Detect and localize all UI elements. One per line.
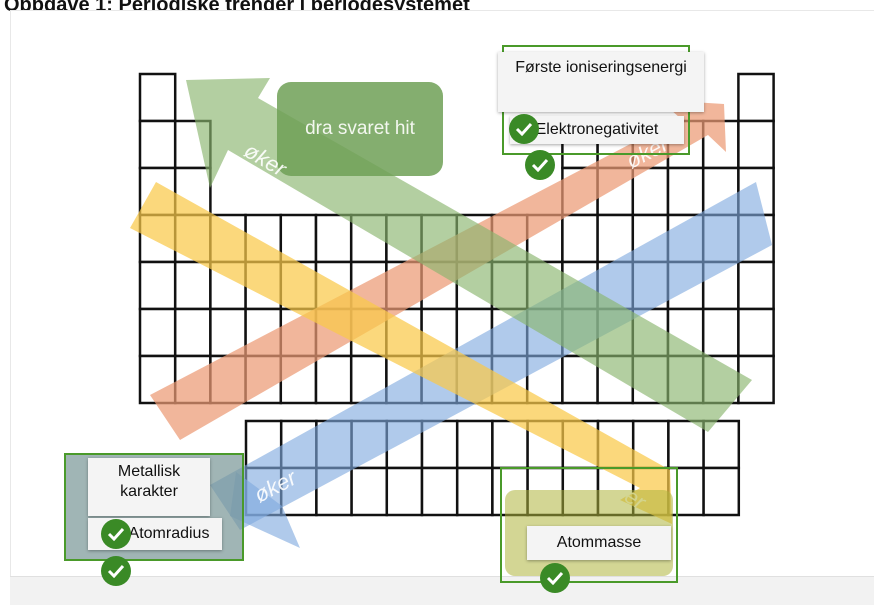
element-cell: [138, 119, 177, 170]
drop-zone-empty[interactable]: dra svaret hit: [277, 82, 443, 176]
footer-bar: [10, 576, 874, 605]
element-cell: [737, 119, 775, 170]
element-cell: [702, 419, 741, 470]
answer-card-ionization-energy[interactable]: Første ioniseringsenergi: [498, 52, 704, 112]
element-cell: [666, 166, 705, 217]
answer-card-metallic-character[interactable]: Metallisk karakter: [88, 458, 210, 516]
trend-arrow: [230, 472, 300, 548]
element-cell: [350, 466, 389, 517]
element-cell: [138, 260, 177, 311]
element-cell: [138, 307, 177, 358]
element-cell: [737, 307, 775, 358]
drop-zone-placeholder: dra svaret hit: [305, 118, 415, 139]
element-cell: [455, 419, 494, 470]
element-cell: [701, 307, 740, 358]
answer-card-label: Atomradius: [128, 525, 210, 542]
answer-card-label: Elektronegativitet: [535, 121, 659, 138]
trend-arrow: [210, 182, 772, 530]
element-cell: [314, 213, 353, 264]
answer-card-atomic-radius[interactable]: Atomradius: [88, 518, 222, 550]
correct-check-icon: [101, 556, 131, 586]
element-cell: [491, 419, 529, 470]
element-cell: [631, 166, 670, 217]
answer-card-label: Atommasse: [556, 534, 642, 551]
element-cell: [702, 466, 741, 517]
element-cell: [173, 307, 212, 358]
correct-check-icon: [509, 114, 539, 144]
trend-arrow: [130, 182, 672, 524]
answer-card-label: Metallisk karakter: [117, 463, 181, 500]
element-cell: [314, 354, 353, 405]
answer-card-atomic-mass[interactable]: Atommasse: [527, 526, 671, 560]
element-cell: [385, 466, 424, 517]
correct-check-icon: [101, 519, 131, 549]
element-cell: [138, 72, 177, 123]
drop-zone-bottom-right[interactable]: [500, 467, 678, 583]
element-cell: [737, 72, 775, 123]
element-cell: [667, 419, 705, 470]
answer-card-label: Første ioniseringsenergi: [515, 59, 687, 76]
element-cell: [561, 213, 599, 264]
element-cell: [455, 466, 494, 517]
correct-check-icon: [540, 563, 570, 593]
element-cell: [737, 260, 775, 311]
element-cell: [173, 260, 212, 311]
element-cell: [279, 213, 318, 264]
element-cell: [420, 466, 459, 517]
correct-check-icon: [525, 150, 555, 180]
answer-card-electronegativity[interactable]: Elektronegativitet: [510, 116, 684, 144]
